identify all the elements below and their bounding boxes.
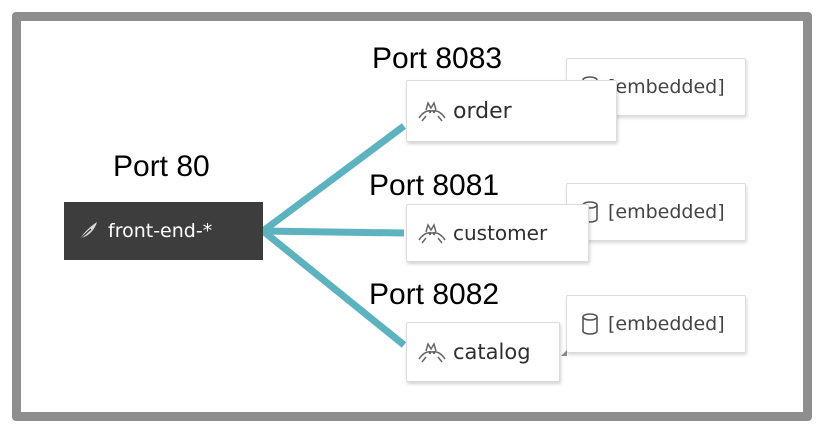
connector-order [260,123,407,234]
datastore-node-catalog[interactable]: [embedded] [566,295,746,353]
service-node-order[interactable]: order [406,80,617,142]
database-icon [581,313,599,335]
tomcat-icon [417,222,447,244]
service-port-label-catalog: Port 8082 [369,278,500,311]
service-port-label-order: Port 8083 [372,42,503,75]
connector-catalog [260,228,407,348]
tomcat-icon [417,341,447,363]
datastore-label: [embedded] [608,76,725,98]
frontend-node[interactable]: front-end-* [64,202,263,260]
service-node-catalog[interactable]: catalog [406,322,560,382]
service-port-label-customer: Port 8081 [369,169,500,202]
datastore-label: [embedded] [608,201,725,223]
datastore-node-customer[interactable]: [embedded] [566,183,746,241]
datastore-label: [embedded] [608,313,725,335]
service-node-customer[interactable]: customer [406,204,589,262]
service-name: catalog [453,340,531,364]
feather-icon [76,219,100,243]
service-name: order [453,98,512,124]
datastore-link-marker [561,350,567,356]
tomcat-icon [417,100,447,122]
service-name: customer [453,221,548,245]
connector-customer [262,227,405,237]
frontend-name: front-end-* [108,220,213,242]
frontend-port-label: Port 80 [113,150,210,183]
